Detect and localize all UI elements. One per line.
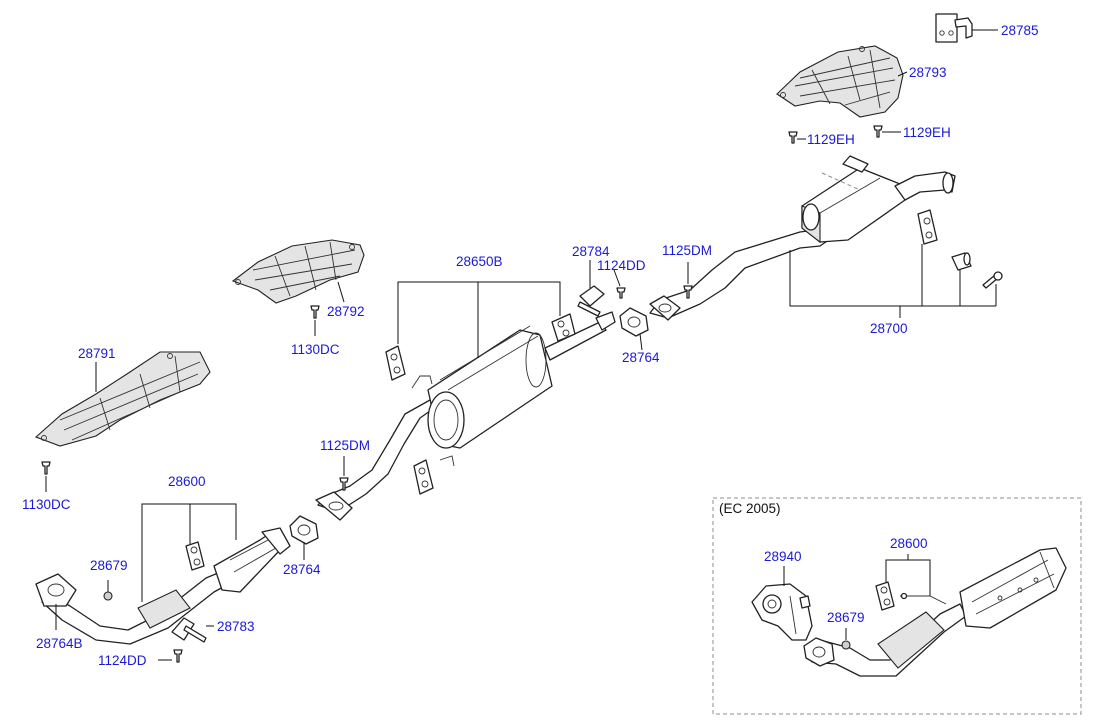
part-28791-heat-shield[interactable] [34, 351, 211, 447]
part-28600-front-pipe[interactable] [41, 527, 291, 645]
bolt-1125dm-lower[interactable] [339, 477, 349, 491]
part-28650b-center-muffler[interactable] [315, 311, 616, 521]
leader-28650b [397, 281, 561, 358]
part-28650b-hanger-top[interactable] [551, 313, 576, 342]
part-28764-gasket-lower[interactable] [289, 515, 319, 545]
label-28764b[interactable]: 28764B [36, 636, 83, 651]
label-28793[interactable]: 28793 [909, 65, 947, 80]
label-1125dm-a[interactable]: 1125DM [662, 243, 712, 258]
label-1129eh-b[interactable]: 1129EH [903, 125, 951, 140]
inset-title: (EC 2005) [719, 501, 781, 516]
part-28600-flange[interactable] [35, 573, 77, 607]
part-28793-heat-shield[interactable] [776, 45, 904, 118]
leader-1124dd-a [613, 269, 621, 287]
bolt-1129eh-right[interactable] [873, 125, 883, 138]
label-28784[interactable]: 28784 [572, 244, 610, 259]
part-28600-inset-hanger[interactable] [875, 581, 895, 611]
part-28600-inset-hanger-rod[interactable] [900, 592, 947, 605]
part-28940-manifold[interactable] [751, 583, 813, 641]
part-28650b-hanger-left[interactable] [385, 345, 406, 381]
part-28679-inset-nut[interactable] [841, 640, 851, 650]
bolt-1130dc-lower[interactable] [41, 461, 51, 475]
part-28600-inset-flange[interactable] [803, 637, 835, 667]
leader-28764-a [639, 333, 643, 351]
part-28600-hanger[interactable] [185, 541, 205, 571]
bolt-1124dd-upper[interactable] [616, 287, 626, 299]
bolt-1125dm-upper[interactable] [683, 285, 693, 299]
label-28791[interactable]: 28791 [78, 346, 116, 361]
label-1130dc-a[interactable]: 1130DC [291, 342, 340, 357]
label-1129eh-a[interactable]: 1129EH [807, 132, 855, 147]
part-28650b-hanger-bottom[interactable] [413, 459, 434, 495]
label-28600-b[interactable]: 28600 [890, 536, 928, 551]
leader-28600-a [141, 503, 237, 602]
label-28785[interactable]: 28785 [1001, 23, 1039, 38]
label-1125dm-b[interactable]: 1125DM [320, 438, 370, 453]
part-28600-inset-front-pipe[interactable] [803, 547, 1067, 677]
bolt-1130dc-upper[interactable] [310, 305, 320, 319]
inset-ec2005-frame [712, 497, 1082, 715]
part-28783-bracket[interactable] [171, 617, 207, 643]
label-1124dd-b[interactable]: 1124DD [98, 653, 147, 668]
part-28764-gasket-upper[interactable] [619, 307, 649, 337]
part-28700-bolt[interactable] [982, 271, 1003, 289]
part-28700-flange[interactable] [649, 295, 681, 321]
label-28792[interactable]: 28792 [327, 304, 365, 319]
leader-28792 [337, 281, 345, 303]
part-28785-bracket[interactable] [935, 13, 973, 43]
part-28784-hanger-bracket[interactable] [577, 285, 605, 317]
label-28700[interactable]: 28700 [870, 321, 908, 336]
label-28679-b[interactable]: 28679 [827, 610, 865, 625]
leader-28793 [897, 71, 908, 77]
part-28792-heat-shield[interactable] [231, 239, 365, 304]
bolt-1124dd-lower[interactable] [173, 649, 183, 663]
label-28783[interactable]: 28783 [217, 619, 255, 634]
label-28764-b[interactable]: 28764 [283, 562, 321, 577]
leader-28700 [789, 244, 997, 318]
label-1124dd-a[interactable]: 1124DD [597, 258, 646, 273]
label-28600-a[interactable]: 28600 [168, 474, 206, 489]
part-28700-sleeve[interactable] [951, 252, 972, 271]
label-28764-a[interactable]: 28764 [622, 350, 660, 365]
bolt-1129eh-left[interactable] [788, 131, 798, 144]
part-28679-nut[interactable] [103, 591, 113, 601]
label-28940[interactable]: 28940 [764, 549, 802, 564]
leader-28600-b [885, 554, 931, 596]
part-28700-rear-muffler[interactable] [649, 155, 956, 319]
label-1130dc-b[interactable]: 1130DC [22, 497, 71, 512]
label-28679-a[interactable]: 28679 [90, 558, 128, 573]
label-28650b[interactable]: 28650B [456, 254, 503, 269]
part-28700-rubber-hanger[interactable] [917, 209, 938, 245]
